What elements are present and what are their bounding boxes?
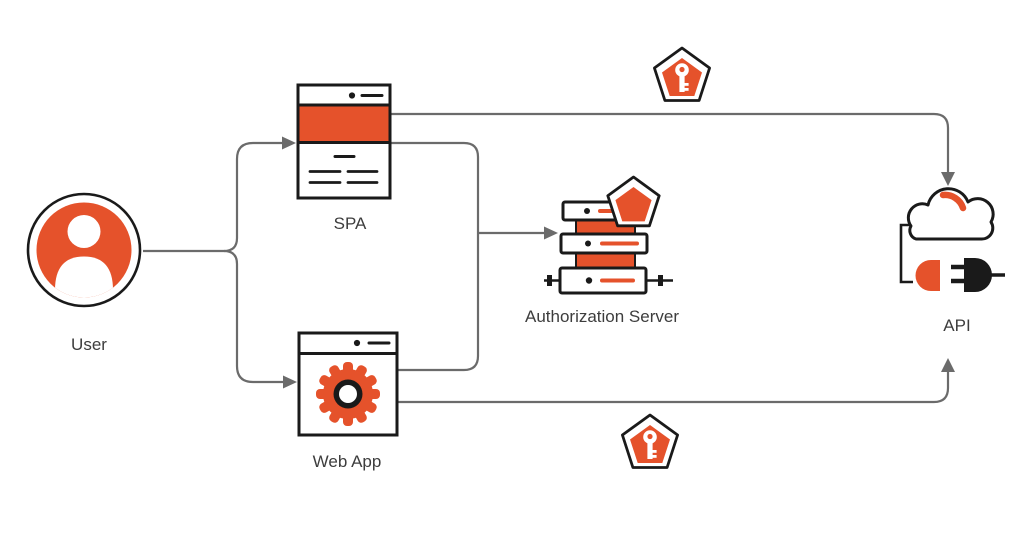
gear-icon [316, 362, 380, 426]
user-icon [26, 192, 142, 308]
key-pentagon-icon-top [653, 46, 711, 102]
connector-spa-web-app-bus [390, 141, 480, 372]
arrow-web-app-to-api [397, 358, 955, 404]
cloud-plug-icon [899, 187, 1005, 292]
plug-icon [951, 258, 1005, 292]
web-app-label: Web App [312, 452, 382, 471]
socket-icon [915, 260, 940, 291]
arrow-user-to-web-app [223, 249, 297, 389]
shield-pentagon-icon [606, 175, 661, 228]
arrow-spa-to-api [390, 112, 955, 186]
api-label: API [943, 316, 971, 335]
key-pentagon-icon-bottom [621, 413, 679, 469]
server-stack-shield-icon [544, 175, 673, 295]
cloud-icon [906, 187, 995, 241]
arrow-bus-to-auth-server [478, 226, 558, 240]
arrow-user-to-spa [143, 136, 296, 253]
browser-gear-icon [297, 331, 399, 437]
authorization-server-label: Authorization Server [524, 307, 680, 326]
browser-window-icon [296, 83, 392, 200]
user-label: User [71, 335, 107, 354]
spa-label: SPA [333, 214, 367, 233]
